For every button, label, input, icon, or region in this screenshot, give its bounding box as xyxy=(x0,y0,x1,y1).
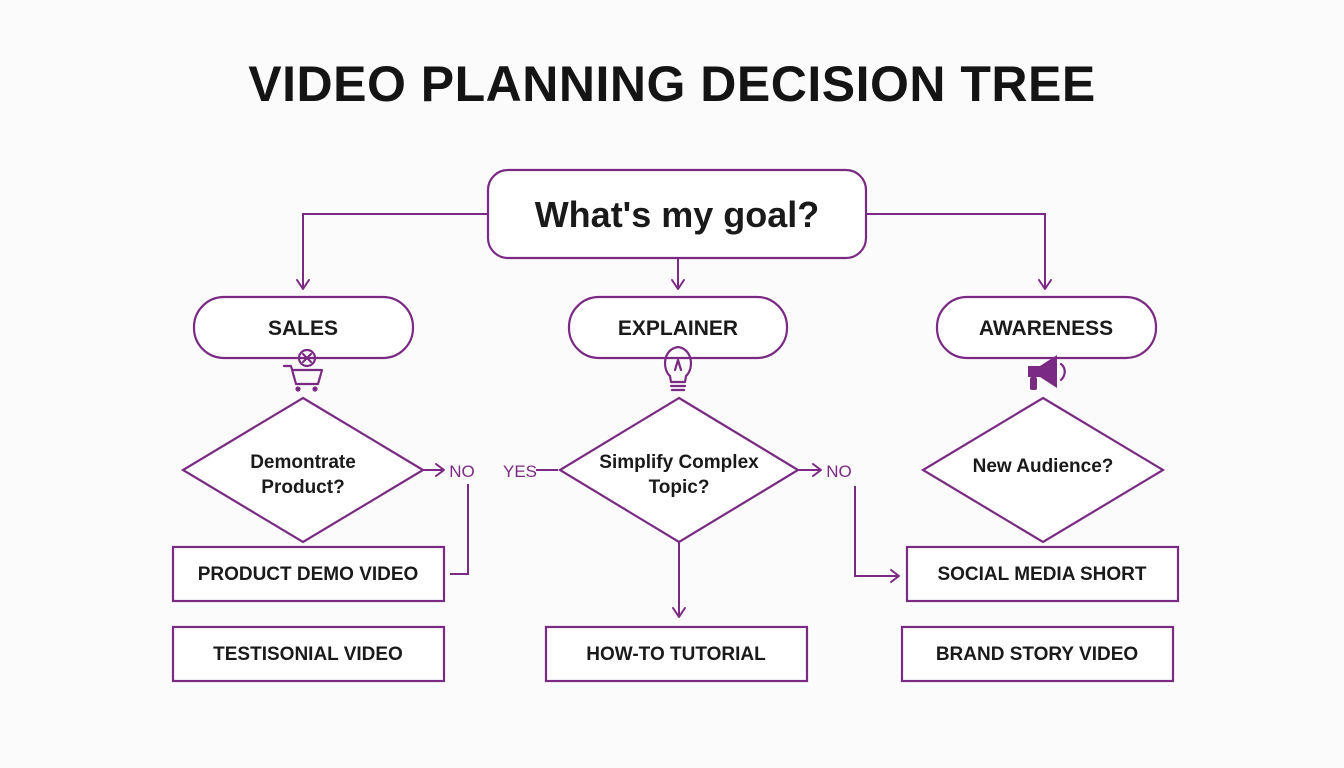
decision-explainer-line2: Topic? xyxy=(649,477,710,498)
arrowhead xyxy=(1038,279,1052,290)
category-sales: SALES xyxy=(192,295,415,360)
connector-goal-to-awareness xyxy=(866,213,1046,288)
decision-sales-diamond xyxy=(180,396,426,544)
arrowhead xyxy=(671,279,685,290)
decision-sales: Demontrate Product? xyxy=(180,396,426,544)
outcome-label: TESTISONIAL VIDEO xyxy=(213,644,403,665)
megaphone-icon xyxy=(1028,355,1066,390)
decision-sales-line1: Demontrate xyxy=(250,452,356,473)
category-sales-label: SALES xyxy=(268,317,338,340)
root-node: What's my goal? xyxy=(486,168,868,260)
outcome-box xyxy=(900,625,1175,683)
outcome-testimonial: TESTISONIAL VIDEO xyxy=(171,625,446,683)
outcome-label: SOCIAL MEDIA SHORT xyxy=(937,564,1146,585)
decision-explainer: Simplify Complex Topic? xyxy=(557,396,801,544)
category-awareness-label: AWARENESS xyxy=(979,317,1113,340)
arrowhead xyxy=(890,569,900,583)
arrowhead xyxy=(812,463,822,477)
category-explainer-box xyxy=(567,295,789,360)
root-node-box xyxy=(486,168,868,260)
arrowhead xyxy=(296,279,310,290)
outcome-label: HOW-TO TUTORIAL xyxy=(586,644,766,665)
decision-explainer-line1: Simplify Complex xyxy=(599,452,759,473)
page-title: VIDEO PLANNING DECISION TREE xyxy=(248,56,1096,112)
branch-label-sales-no: NO xyxy=(449,462,475,481)
decision-explainer-diamond xyxy=(557,396,801,544)
connector-explainer-no-to-social xyxy=(854,486,898,577)
root-question: What's my goal? xyxy=(535,194,820,235)
decision-awareness: New Audience? xyxy=(920,396,1166,544)
outcome-brand-story: BRAND STORY VIDEO xyxy=(900,625,1175,683)
category-explainer-label: EXPLAINER xyxy=(618,317,738,340)
category-awareness-box xyxy=(935,295,1158,360)
decision-awareness-line1: New Audience? xyxy=(973,456,1114,477)
outcome-social-media-short: SOCIAL MEDIA SHORT xyxy=(905,545,1180,603)
decision-sales-line2: Product? xyxy=(261,477,344,498)
shopping-cart-icon xyxy=(282,348,324,392)
connector-sales-no-to-demo xyxy=(450,484,469,575)
arrowhead xyxy=(435,463,445,477)
decision-awareness-diamond xyxy=(920,396,1166,544)
outcome-box xyxy=(544,625,809,683)
branch-label-explainer-yes: YES xyxy=(503,462,537,481)
outcome-label: BRAND STORY VIDEO xyxy=(936,644,1138,665)
connector-goal-to-sales xyxy=(302,213,488,288)
category-explainer: EXPLAINER xyxy=(567,295,789,360)
category-awareness: AWARENESS xyxy=(935,295,1158,360)
outcome-box xyxy=(905,545,1180,603)
outcome-product-demo: PRODUCT DEMO VIDEO xyxy=(171,545,446,603)
branch-label-explainer-no: NO xyxy=(826,462,852,481)
arrowhead xyxy=(672,607,686,618)
lightbulb-icon xyxy=(663,345,693,392)
category-sales-box xyxy=(192,295,415,360)
outcome-box xyxy=(171,545,446,603)
outcome-label: PRODUCT DEMO VIDEO xyxy=(198,564,419,585)
outcome-box xyxy=(171,625,446,683)
connectors xyxy=(296,213,1052,618)
outcome-how-to-tutorial: HOW-TO TUTORIAL xyxy=(544,625,809,683)
